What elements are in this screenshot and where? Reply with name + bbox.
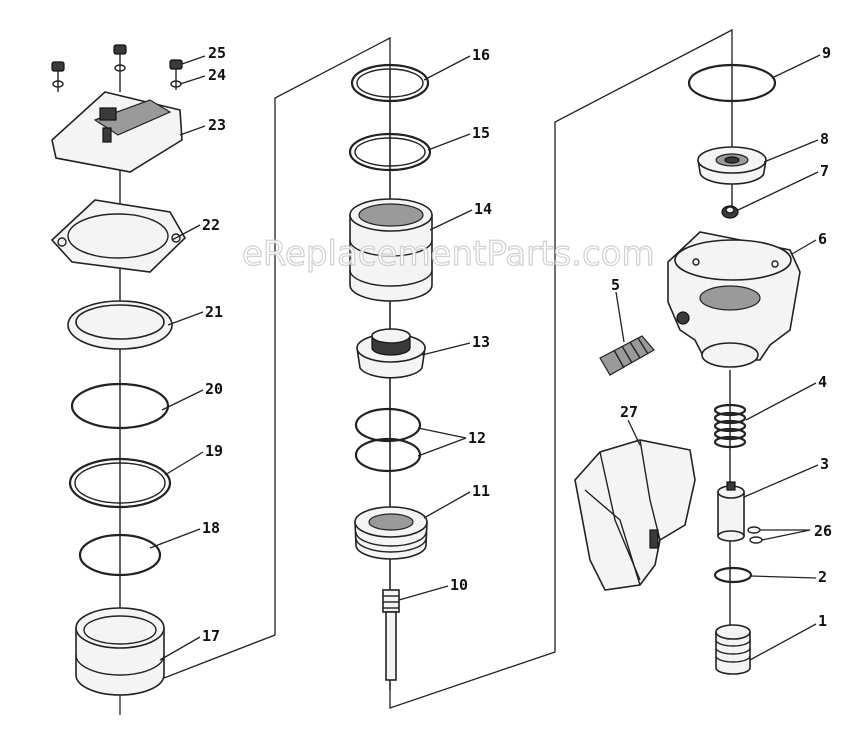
part-1-trigger-valve-cap [715, 624, 751, 675]
part-13-valve [356, 328, 426, 379]
callout-9: 9 [822, 44, 831, 62]
callout-17: 17 [202, 627, 220, 645]
part-3-valve-stem [717, 481, 745, 542]
callout-23: 23 [208, 116, 226, 134]
callout-12: 12 [468, 429, 486, 447]
part-27-cover [574, 439, 696, 591]
callout-18: 18 [202, 519, 220, 537]
part-20-o-ring [70, 382, 170, 430]
callout-10: 10 [450, 576, 468, 594]
part-12-o-rings [354, 407, 422, 473]
part-23-cylinder-cap [51, 91, 183, 173]
part-21-flat-washer [67, 300, 173, 350]
callout-labels: 25 24 23 22 21 20 19 18 17 16 15 14 13 1… [202, 44, 832, 645]
part-18-o-ring [78, 533, 162, 577]
part-5-fitting [599, 335, 655, 376]
callout-2: 2 [818, 568, 827, 586]
callout-19: 19 [205, 442, 223, 460]
callout-4: 4 [818, 373, 827, 391]
part-15-o-ring [348, 132, 432, 172]
part-2-o-ring [713, 566, 753, 584]
part-16-o-ring [350, 63, 430, 103]
callout-27: 27 [620, 403, 638, 421]
part-10-driver-blade [382, 589, 400, 681]
callout-7: 7 [820, 162, 829, 180]
callout-13: 13 [472, 333, 490, 351]
callout-16: 16 [472, 46, 490, 64]
part-7-nut [721, 205, 739, 219]
callout-24: 24 [208, 66, 226, 84]
callout-20: 20 [205, 380, 223, 398]
callout-11: 11 [472, 482, 490, 500]
part-9-o-ring [687, 63, 777, 103]
watermark: eReplacementParts.com [242, 234, 655, 274]
callout-21: 21 [205, 303, 223, 321]
callout-3: 3 [820, 455, 829, 473]
callout-22: 22 [202, 216, 220, 234]
callout-1: 1 [818, 612, 827, 630]
callout-6: 6 [818, 230, 827, 248]
part-17-cylinder-sleeve [75, 607, 165, 696]
callout-26: 26 [814, 522, 832, 540]
part-19-o-ring [68, 457, 172, 509]
callout-15: 15 [472, 124, 490, 142]
part-22-gasket [50, 199, 187, 273]
part-8-cylinder-plate [697, 146, 767, 185]
part-14-piston-bushing [349, 198, 433, 302]
callout-25: 25 [208, 44, 226, 62]
callout-14: 14 [474, 200, 492, 218]
part-11-piston [354, 506, 428, 560]
part-4-spring [713, 403, 747, 449]
callout-5: 5 [611, 276, 620, 294]
part-26-o-rings [747, 526, 763, 544]
part-25-screw [51, 44, 183, 92]
leader-lines [149, 54, 821, 661]
callout-8: 8 [820, 130, 829, 148]
part-6-housing [667, 231, 801, 368]
